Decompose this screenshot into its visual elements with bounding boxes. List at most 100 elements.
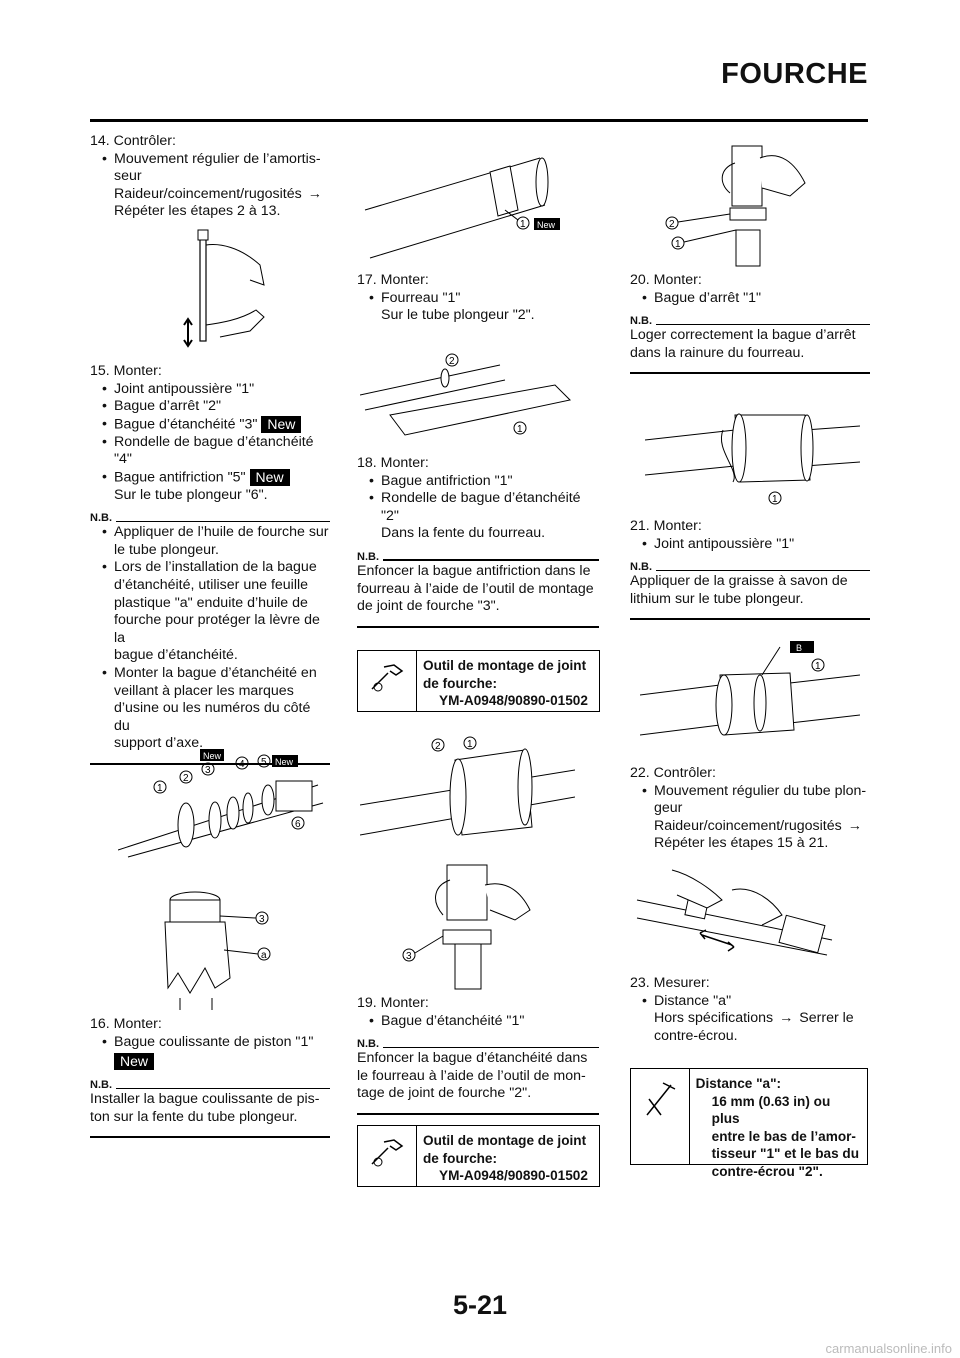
note-box: N.B. Installer la bague coulissante de p… xyxy=(90,1079,330,1139)
note-text: tage de joint de fourche "2". xyxy=(357,1085,532,1102)
callout-6: 6 xyxy=(295,819,301,830)
note-text: Loger correctement la bague d’arrêt xyxy=(630,327,856,344)
note-text: dans la rainure du fourreau. xyxy=(630,344,805,361)
callout-2: 2 xyxy=(449,356,455,367)
note-text: Enfoncer la bague antifriction dans le xyxy=(357,562,591,579)
new-badge: New xyxy=(275,757,294,767)
figure-stopper-ring: 1 xyxy=(645,413,860,505)
tool-label: de fourche: xyxy=(423,675,498,691)
tool-box: Outil de montage de joint de fourche: YM… xyxy=(357,1125,600,1187)
step-15-bullet-3-text: Bague d’étanchéité "3" xyxy=(114,416,258,433)
callout-2: 2 xyxy=(183,773,189,784)
step-15-bullet-4: Rondelle de bague d’étanchéité xyxy=(90,434,330,452)
note-heading: N.B. xyxy=(90,1079,112,1092)
note-text: Installer la bague coulissante de pis- xyxy=(90,1091,320,1108)
spec-value: entre le bas de l’amor- xyxy=(711,1128,856,1144)
callout-a: a xyxy=(261,950,267,961)
note-text: lithium sur le tube plongeur. xyxy=(630,590,804,607)
callout-3: 3 xyxy=(259,914,265,925)
figure-dust-seal: B 1 xyxy=(640,641,860,736)
note-heading: N.B. xyxy=(90,512,112,525)
column-1-c: 16. Monter: Bague coulissante de piston … xyxy=(90,1016,330,1139)
step-22-heading: 22. Contrôler: xyxy=(630,765,716,781)
note-heading: N.B. xyxy=(357,1038,379,1051)
note-bullet-cont: bague d’étanchéité. xyxy=(114,647,238,664)
note-bullet: Monter la bague d’étanchéité en xyxy=(90,665,330,683)
step-15-bullet-1: Joint antipoussière "1" xyxy=(90,381,330,399)
spec-value: 16 mm (0.63 in) ou plus xyxy=(711,1093,831,1127)
callout-1: 1 xyxy=(157,783,163,794)
note-heading: N.B. xyxy=(630,561,652,574)
spec-value: tisseur "1" et le bas du xyxy=(711,1146,860,1161)
figure-outer-tube: 1 New xyxy=(364,157,560,259)
note-bullet-cont: d’usine ou les numéros du côté du xyxy=(114,700,311,734)
step-19-bullet: Bague d’étanchéité "1" xyxy=(357,1013,599,1031)
step-17-bullet: Fourreau "1" xyxy=(357,290,599,308)
figure-seal-sheet: 3 a xyxy=(164,891,271,1010)
header-rule xyxy=(90,119,868,122)
note-text: Appliquer de la graisse à savon de xyxy=(630,573,848,590)
column-2: 17. Monter: Fourreau "1" Sur le tube plo… xyxy=(357,272,599,325)
note-bullet: Appliquer de l’huile de fourche sur xyxy=(90,524,330,542)
column-3: 20. Monter: Bague d’arrêt "1" N.B. Loger… xyxy=(630,272,870,375)
step-14-condition-text: Raideur/coincement/rugosités xyxy=(114,185,302,202)
step-14-bullet-cont: seur xyxy=(114,168,142,185)
new-badge: New xyxy=(203,751,222,761)
callout-1: 1 xyxy=(772,494,778,505)
note-bullet-cont: veillant à placer les marques xyxy=(114,682,294,699)
arrow-right-icon: → xyxy=(847,817,862,834)
step-14-action: Répéter les étapes 2 à 13. xyxy=(114,203,281,220)
note-bullet: Lors de l’installation de la bague xyxy=(90,559,330,577)
step-22-bullet-cont: geur xyxy=(654,800,683,817)
column-1-b: 15. Monter: Joint antipoussière "1" Bagu… xyxy=(90,363,330,765)
column-2-b: 18. Monter: Bague antifriction "1" Ronde… xyxy=(357,455,599,628)
note-text: fourreau à l’aide de l’outil de montage xyxy=(357,580,594,597)
step-16-bullet: Bague coulissante de piston "1" xyxy=(90,1034,330,1052)
step-15-bullet-4-cont: "4" xyxy=(114,451,132,468)
step-15-bullet-5-text: Bague antifriction "5" xyxy=(114,469,246,486)
page-title: FOURCHE xyxy=(721,58,868,90)
grease-badge: B xyxy=(796,643,802,653)
note-bullet-cont: fourche pour protéger la lèvre de la xyxy=(114,612,320,646)
step-19-heading: 19. Monter: xyxy=(357,995,429,1011)
note-bullet-cont: plastique "a" enduite d’huile de xyxy=(114,594,308,611)
callout-1: 1 xyxy=(520,219,526,230)
callout-2: 2 xyxy=(435,741,441,752)
step-17-heading: 17. Monter: xyxy=(357,272,429,288)
note-bullet-cont: le tube plongeur. xyxy=(114,541,219,558)
step-15-bullet-2: Bague d’arrêt "2" xyxy=(90,398,330,416)
step-18-heading: 18. Monter: xyxy=(357,455,429,471)
column-3-d: 23. Mesurer: Distance "a" Hors spécifica… xyxy=(630,975,870,1045)
tool-label: de fourche: xyxy=(423,1150,498,1166)
step-16-heading: 16. Monter: xyxy=(90,1016,162,1032)
step-21-heading: 21. Monter: xyxy=(630,518,702,534)
note-text: le fourreau à l’aide de l’outil de mon- xyxy=(357,1067,586,1084)
tool-label: Outil de montage de joint xyxy=(423,1133,587,1148)
note-text: de joint de fourche "3". xyxy=(357,598,500,615)
note-box: N.B. Enfoncer la bague d’étanchéité dans… xyxy=(357,1038,599,1115)
note-heading: N.B. xyxy=(630,315,652,328)
callout-3: 3 xyxy=(205,765,211,776)
callout-1: 1 xyxy=(517,424,523,435)
note-box: N.B. Appliquer de l’huile de fourche sur… xyxy=(90,512,330,765)
callout-4: 4 xyxy=(239,759,245,770)
step-23-condition: Hors spécifications→Serrer le xyxy=(630,1010,870,1028)
arrow-right-icon: → xyxy=(779,1010,794,1027)
step-15-heading: 15. Monter: xyxy=(90,363,162,379)
new-badge: New xyxy=(261,415,302,433)
step-15-bullet-3: Bague d’étanchéité "3"New xyxy=(90,415,330,434)
spec-box: Distance "a": 16 mm (0.63 in) ou plus en… xyxy=(630,1068,868,1179)
note-box: N.B. Loger correctement la bague d’arrêt… xyxy=(630,315,870,375)
callout-1: 1 xyxy=(675,239,681,250)
caliper-icon xyxy=(631,1069,690,1164)
step-23-action-cont: contre-écrou. xyxy=(654,1027,738,1044)
step-18-bullet-1: Bague antifriction "1" xyxy=(357,473,599,491)
step-22-action: Répéter les étapes 15 à 21. xyxy=(654,835,829,852)
column-1: 14. Contrôler: Mouvement régulier de l’a… xyxy=(90,133,330,221)
callout-1: 1 xyxy=(815,661,821,672)
watermark: carmanualsonline.info xyxy=(825,1341,952,1356)
spec-value: contre-écrou "2". xyxy=(711,1163,823,1179)
note-text: Enfoncer la bague d’étanchéité dans xyxy=(357,1050,588,1067)
figure-fork-parts: New New 1 2 3 4 5 6 xyxy=(118,749,324,858)
step-23-condition-text: Hors spécifications xyxy=(654,1010,774,1027)
